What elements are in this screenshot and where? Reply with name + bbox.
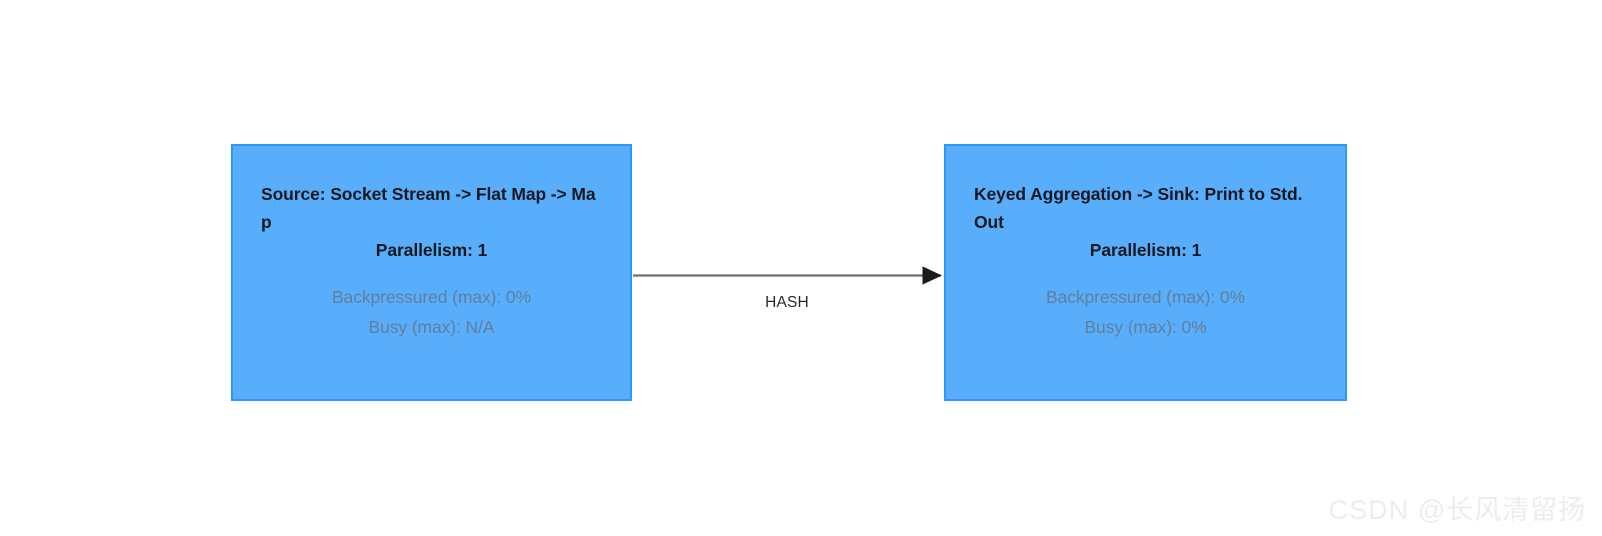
metric-backpressured: Backpressured (max): 0%	[1045, 287, 1246, 307]
watermark: CSDN @长风清留扬	[1328, 494, 1586, 525]
edge-label-hash: HASH	[765, 294, 809, 311]
operator-node-sink-title: Keyed Aggregation -> Sink: Print to Std.…	[974, 184, 1303, 232]
operator-node-source-parallelism: Parallelism: 1	[375, 240, 488, 260]
operator-node-sink[interactable]: Keyed Aggregation -> Sink: Print to Std.…	[944, 144, 1347, 401]
metric-busy: Busy (max): 0%	[1084, 317, 1207, 338]
operator-node-source-title: Source: Socket Stream -> Flat Map -> Map	[261, 184, 596, 232]
operator-node-source[interactable]: Source: Socket Stream -> Flat Map -> Map…	[231, 144, 632, 401]
operator-node-source-content: Source: Socket Stream -> Flat Map -> Map…	[233, 146, 630, 342]
operator-node-sink-metrics: Backpressured (max): 0% Busy (max): 0%	[974, 282, 1317, 342]
operator-node-source-metrics: Backpressured (max): 0% Busy (max): N/A	[261, 282, 602, 342]
metric-busy: Busy (max): N/A	[368, 317, 495, 338]
operator-node-sink-content: Keyed Aggregation -> Sink: Print to Std.…	[946, 146, 1345, 342]
metric-backpressured: Backpressured (max): 0%	[331, 287, 532, 307]
operator-node-sink-parallelism: Parallelism: 1	[1089, 240, 1202, 260]
